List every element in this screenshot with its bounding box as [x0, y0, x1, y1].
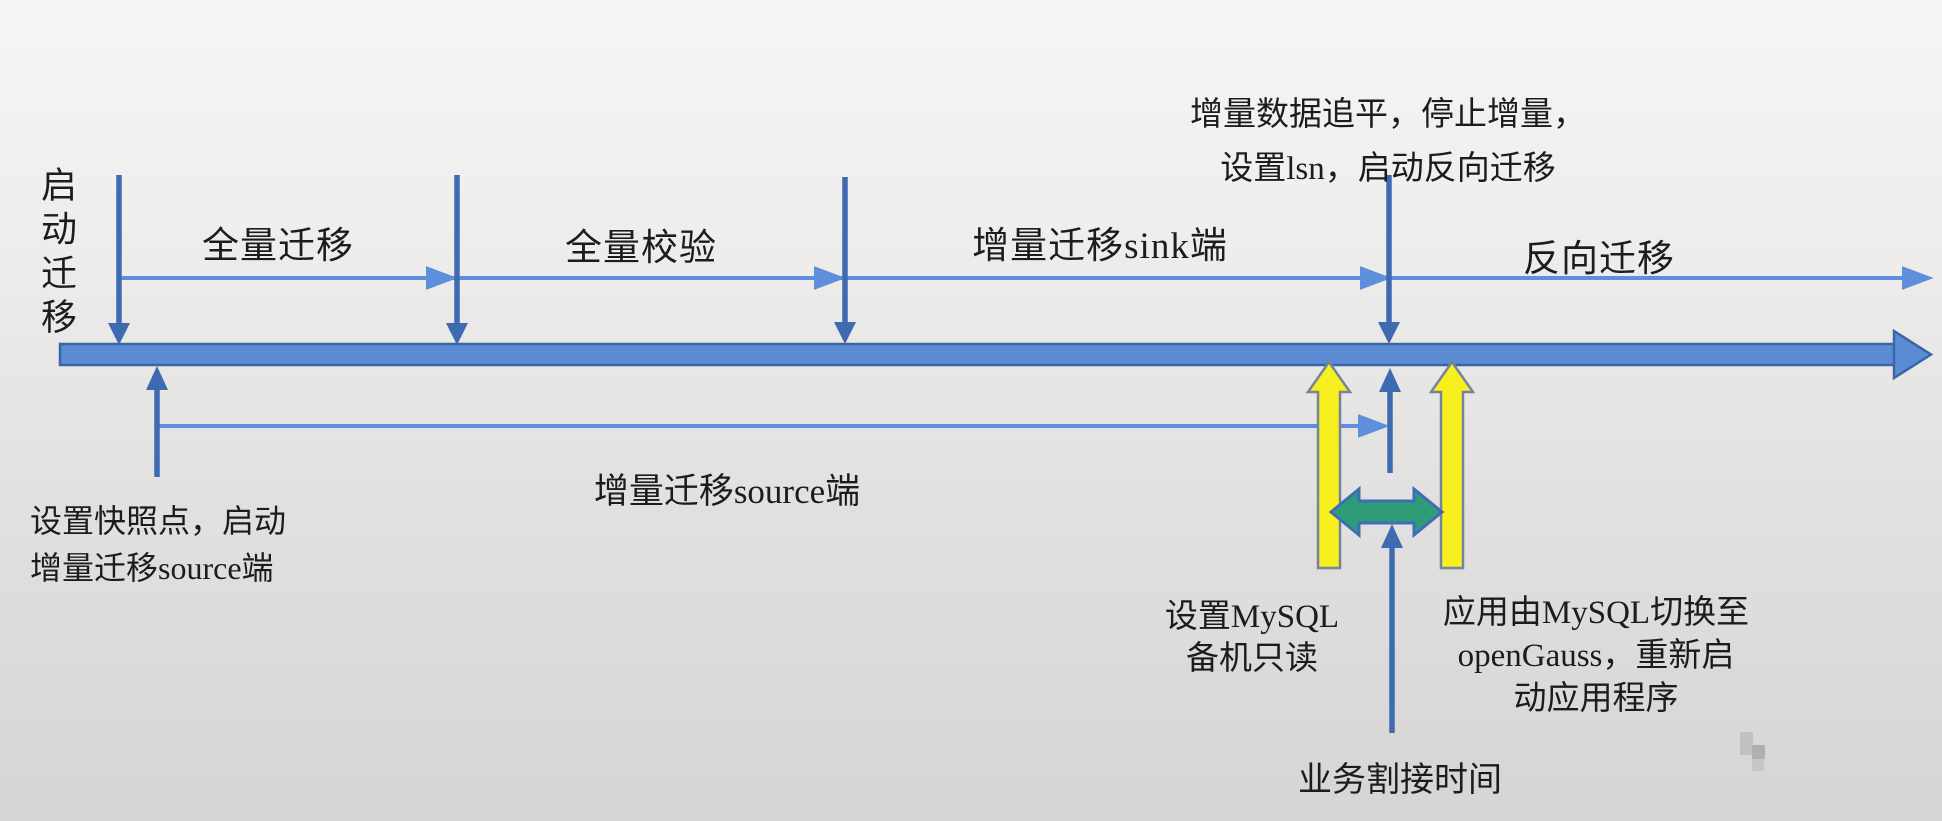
snapshot-note: 设置快照点，启动 增量迁移source端 — [30, 498, 286, 592]
yellow-arrow-mysql-readonly — [1305, 359, 1353, 570]
green-cutover-window-arrow — [1328, 485, 1445, 539]
phase-line-arrowhead-3 — [1360, 266, 1392, 290]
snapshot-note-line1: 设置快照点，启动 — [30, 503, 287, 539]
mid-up-arrow — [1379, 368, 1401, 473]
mysql-readonly-line1: 设置MySQL — [1164, 599, 1340, 635]
app-switch-note: 应用由MySQL切换至 openGauss，重新启 动应用程序 — [1420, 592, 1772, 721]
phase-tick-arrows — [108, 175, 1400, 345]
timeline-axis-arrow — [58, 328, 1934, 381]
phase-line-arrowhead-1 — [426, 266, 458, 290]
snapshot-up-arrow — [146, 366, 168, 477]
phase-label-full-check: 全量校验 — [565, 228, 717, 269]
app-switch-line2: openGauss，重新启 — [1457, 638, 1735, 674]
phase-line-arrowhead-2 — [814, 266, 846, 290]
yellow-arrow-app-switch — [1428, 359, 1476, 570]
cutover-time-label: 业务割接时间 — [1298, 762, 1502, 799]
phase-label-full-migration: 全量迁移 — [202, 226, 354, 267]
top-note: 增量数据追平，停止增量， 设置lsn，启动反向迁移 — [1158, 88, 1618, 196]
phase-label-reverse-migration: 反向迁移 — [1523, 239, 1675, 280]
app-switch-line1: 应用由MySQL切换至 — [1442, 595, 1750, 631]
top-note-line2: 设置lsn，启动反向迁移 — [1220, 151, 1556, 187]
mysql-readonly-note: 设置MySQL 备机只读 — [1140, 596, 1364, 680]
cutover-time-arrow — [1381, 524, 1403, 733]
snapshot-note-line2: 增量迁移source端 — [30, 550, 274, 586]
phase-line-arrowhead-4 — [1902, 266, 1934, 290]
source-channel-arrow — [157, 414, 1390, 438]
source-channel-label: 增量迁移source端 — [593, 472, 861, 511]
phase-line-arrow — [118, 266, 1934, 290]
app-switch-line3: 动应用程序 — [1513, 681, 1679, 717]
cursor-artifact — [1740, 732, 1765, 771]
phase-label-incremental-sink: 增量迁移sink端 — [972, 226, 1228, 267]
mysql-readonly-line2: 备机只读 — [1186, 641, 1318, 677]
top-note-line1: 增量数据追平，停止增量， — [1190, 97, 1586, 133]
start-migration-label: 启动迁移 — [36, 166, 76, 342]
